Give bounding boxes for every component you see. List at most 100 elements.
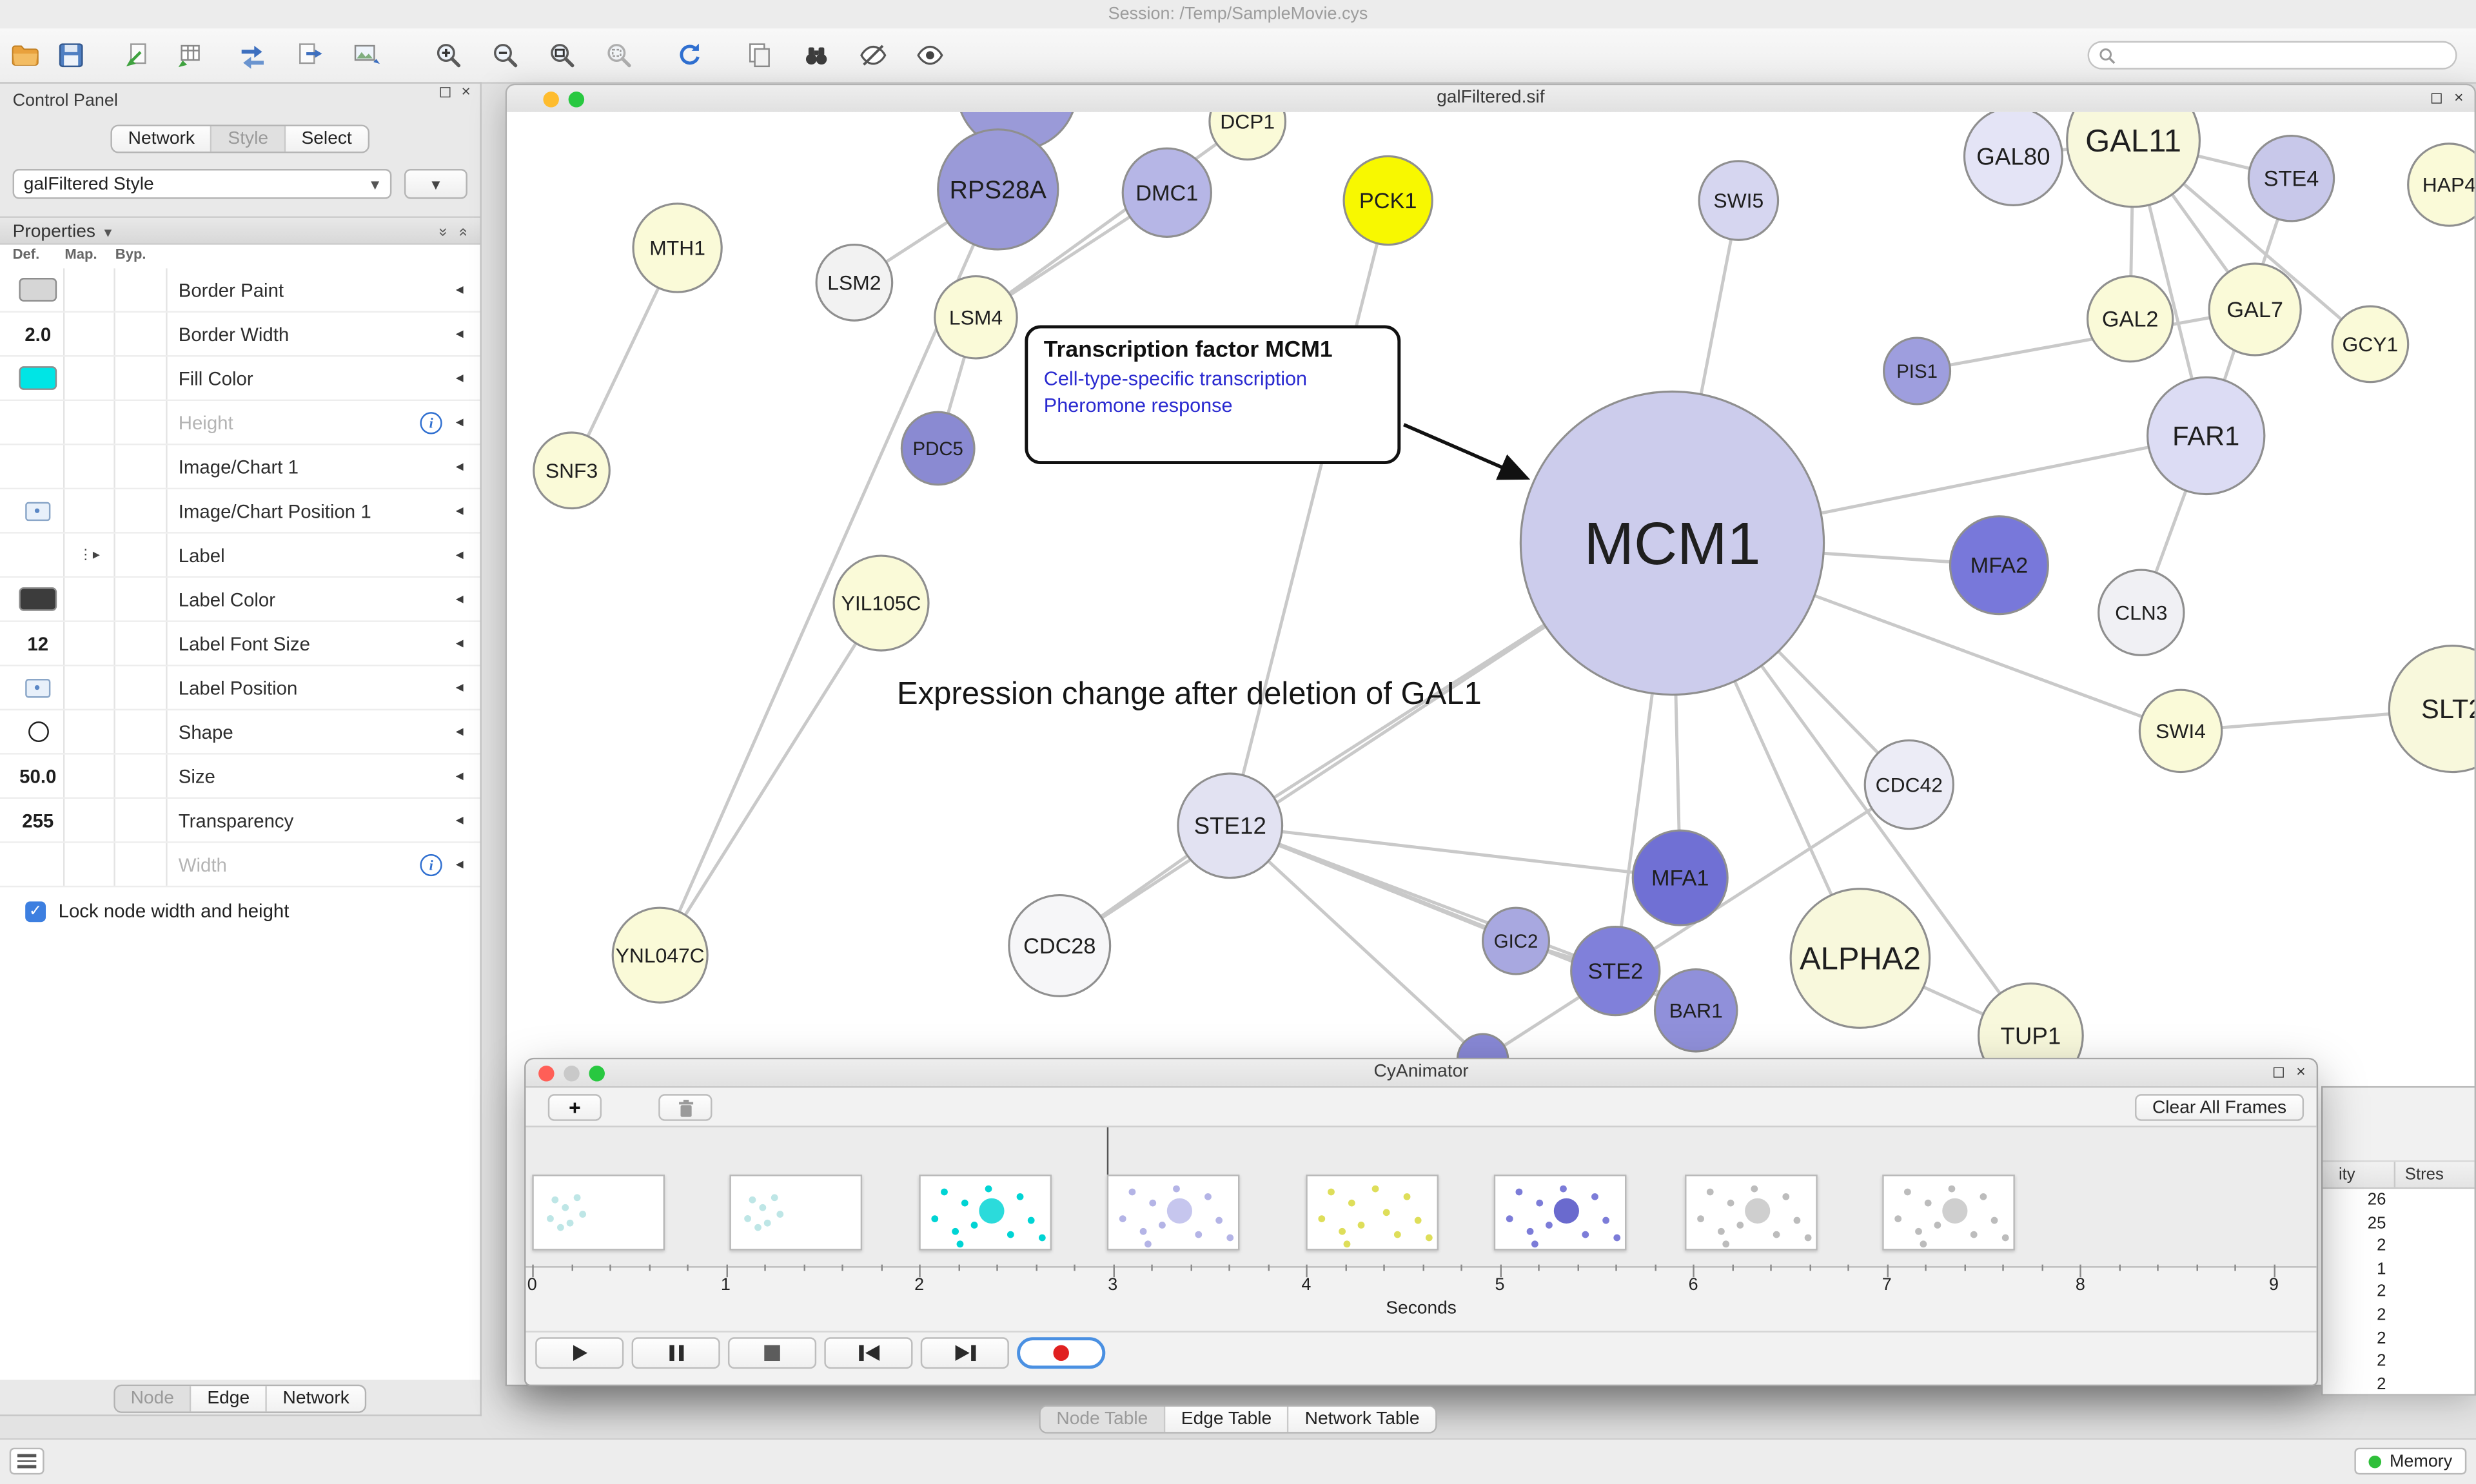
graph-node-swi4[interactable]: [2138, 688, 2223, 774]
graph-node-rps28a[interactable]: [937, 128, 1059, 251]
properties-header[interactable]: Properties▼ »«: [0, 216, 480, 245]
style-dropdown[interactable]: galFiltered Style▼: [12, 169, 392, 199]
zoom-selection-icon[interactable]: [600, 36, 638, 74]
table-cell-value[interactable]: 2: [2377, 1305, 2386, 1325]
expand-row-icon[interactable]: ◄: [453, 680, 466, 695]
graph-edge[interactable]: [1230, 824, 1680, 880]
expand-row-icon[interactable]: ◄: [453, 282, 466, 297]
graph-edge[interactable]: [1916, 308, 2255, 373]
graph-node-ste2[interactable]: [1570, 925, 1661, 1017]
info-icon[interactable]: i: [420, 853, 442, 875]
tab-style[interactable]: Style: [211, 126, 286, 152]
default-swatch[interactable]: [19, 278, 57, 302]
table-cell-value[interactable]: 2: [2377, 1328, 2386, 1348]
graph-node-hap4[interactable]: [2407, 142, 2475, 227]
default-value[interactable]: 12: [27, 632, 49, 655]
graph-node-gal11[interactable]: [2066, 112, 2201, 208]
zoom-traffic-light[interactable]: [568, 90, 585, 107]
graph-node-mth1[interactable]: [632, 202, 723, 293]
panel-tab-network[interactable]: Network: [267, 1386, 366, 1412]
close-window-icon[interactable]: ×: [2296, 1064, 2306, 1082]
expand-row-icon[interactable]: ◄: [453, 459, 466, 474]
property-row-fill-color[interactable]: Fill Color◄: [0, 356, 480, 402]
network-window-titlebar[interactable]: galFiltered.sif ◻×: [507, 85, 2475, 114]
graph-node-gal2[interactable]: [2086, 275, 2174, 363]
table-cell-value[interactable]: 25: [2367, 1213, 2386, 1233]
default-swatch[interactable]: [19, 366, 57, 390]
zoom-out-icon[interactable]: [486, 36, 524, 74]
memory-button[interactable]: Memory: [2355, 1447, 2467, 1475]
position-icon[interactable]: [25, 678, 51, 698]
discrete-mapping-icon[interactable]: ⋮▸: [78, 546, 100, 562]
graph-node-swi5[interactable]: [1698, 160, 1780, 241]
table-cell-value[interactable]: 2: [2377, 1351, 2386, 1371]
float-window-icon[interactable]: ◻: [2430, 90, 2443, 108]
table-cell-value[interactable]: 2: [2377, 1236, 2386, 1256]
skip-to-start-button[interactable]: [824, 1337, 913, 1369]
property-row-label[interactable]: ⋮▸Label◄: [0, 533, 480, 578]
default-value[interactable]: 50.0: [19, 765, 57, 787]
graph-node-slt2[interactable]: [2388, 645, 2475, 774]
graph-node-mfa1[interactable]: [1631, 829, 1729, 926]
cyanimator-titlebar[interactable]: CyAnimator ◻×: [526, 1059, 2317, 1088]
graph-node-gic2[interactable]: [1482, 906, 1551, 975]
import-network-icon[interactable]: [117, 36, 155, 74]
position-icon[interactable]: [25, 501, 51, 520]
panel-menu-button[interactable]: [9, 1447, 44, 1475]
graph-node-ste12[interactable]: [1177, 772, 1284, 879]
annotation-link[interactable]: Pheromone response: [1043, 395, 1233, 417]
table-tab-network-table[interactable]: Network Table: [1289, 1407, 1436, 1432]
table-tab-edge-table[interactable]: Edge Table: [1165, 1407, 1290, 1432]
expand-all-icon[interactable]: «: [455, 228, 473, 237]
graph-node-alpha2[interactable]: [1789, 888, 1931, 1029]
table-cell-value[interactable]: 1: [2377, 1259, 2386, 1279]
clear-all-frames-button[interactable]: Clear All Frames: [2135, 1094, 2304, 1121]
table-column-stress[interactable]: Stres: [2404, 1165, 2444, 1184]
table-cell-value[interactable]: 2: [2377, 1282, 2386, 1302]
table-column-centrality[interactable]: ity: [2323, 1162, 2396, 1187]
graph-edge[interactable]: [1228, 200, 1390, 826]
graph-node-pck1[interactable]: [1342, 155, 1433, 246]
graph-edge[interactable]: [1229, 825, 1484, 1061]
hide-graphics-icon[interactable]: [854, 36, 892, 74]
import-table-icon[interactable]: [170, 36, 208, 74]
expand-row-icon[interactable]: ◄: [453, 547, 466, 562]
minimize-traffic-light[interactable]: [564, 1064, 580, 1081]
layout-arrows-icon[interactable]: [233, 36, 271, 74]
graph-node-cdc28[interactable]: [1008, 893, 1112, 997]
annotation-link[interactable]: Cell-type-specific transcription: [1043, 367, 1308, 390]
default-value[interactable]: 2.0: [25, 322, 52, 346]
close-traffic-light[interactable]: [518, 91, 533, 106]
frame-thumbnail-6[interactable]: [1685, 1175, 1818, 1251]
graph-edge[interactable]: [658, 602, 883, 956]
expand-row-icon[interactable]: ◄: [453, 636, 466, 650]
frame-thumbnail-2[interactable]: [919, 1175, 1052, 1251]
frame-thumbnail-4[interactable]: [1306, 1175, 1439, 1251]
frame-thumbnail-5[interactable]: [1493, 1175, 1627, 1251]
expand-row-icon[interactable]: ◄: [453, 415, 466, 430]
frame-thumbnail-0[interactable]: [532, 1175, 665, 1251]
expand-row-icon[interactable]: ◄: [453, 503, 466, 518]
style-options-button[interactable]: ▼: [404, 169, 467, 199]
lock-checkbox[interactable]: ✓: [25, 901, 46, 921]
expand-row-icon[interactable]: ◄: [453, 768, 466, 783]
export-image-icon[interactable]: [348, 36, 386, 74]
graph-node-gcy1[interactable]: [2331, 305, 2410, 384]
expand-row-icon[interactable]: ◄: [453, 725, 466, 739]
graph-node-cln3[interactable]: [2098, 569, 2185, 656]
panel-tab-node[interactable]: Node: [115, 1386, 192, 1412]
frame-thumbnail-3[interactable]: [1106, 1175, 1240, 1251]
graph-node-ste4[interactable]: [2247, 135, 2335, 222]
first-neighbors-icon[interactable]: [798, 36, 836, 74]
expand-row-icon[interactable]: ◄: [453, 326, 466, 341]
show-graphics-icon[interactable]: [911, 36, 949, 74]
tab-network[interactable]: Network: [112, 126, 212, 152]
frame-thumbnail-1[interactable]: [729, 1175, 863, 1251]
pause-button[interactable]: [631, 1337, 720, 1369]
close-traffic-light[interactable]: [538, 1064, 555, 1081]
expand-row-icon[interactable]: ◄: [453, 857, 466, 872]
stop-button[interactable]: [727, 1337, 817, 1369]
property-row-image-chart-1[interactable]: Image/Chart 1◄: [0, 445, 480, 490]
